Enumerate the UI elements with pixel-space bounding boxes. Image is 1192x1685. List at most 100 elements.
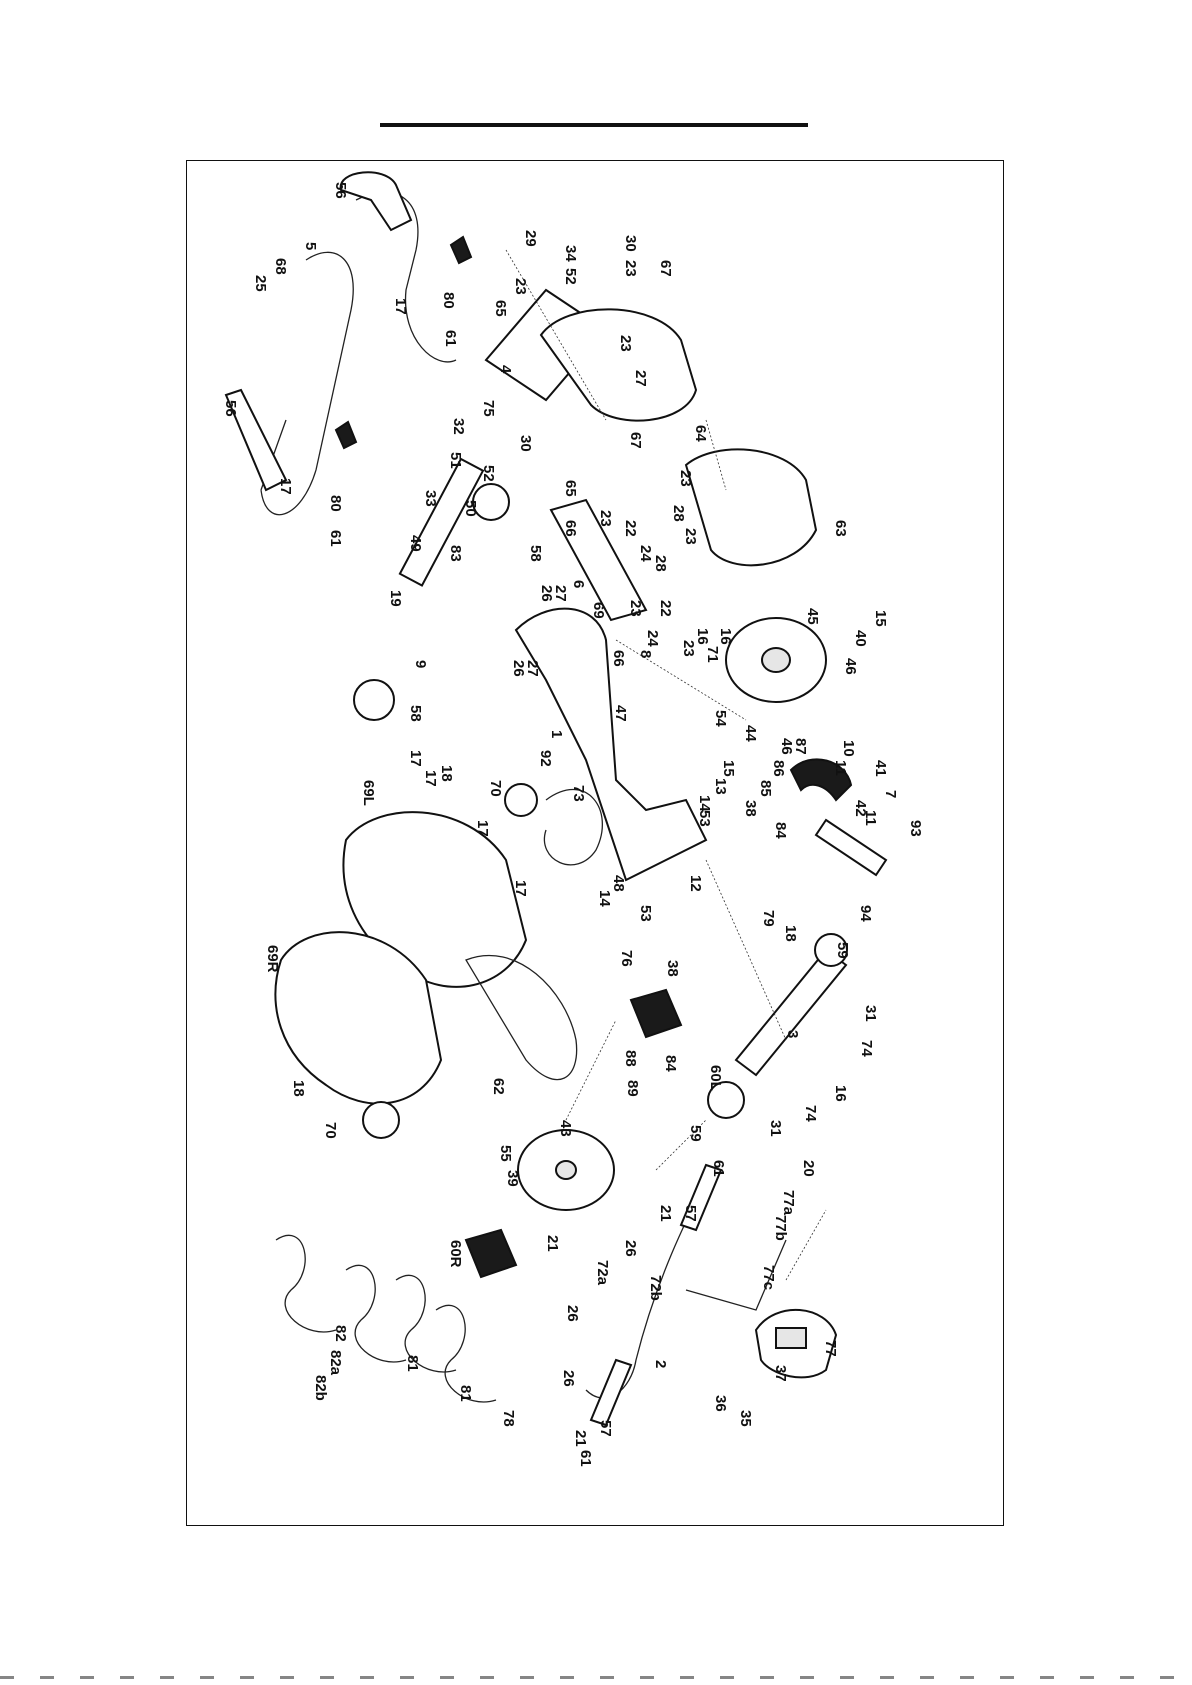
part-label-78: 78 xyxy=(500,1410,517,1427)
stabilizer-3 xyxy=(734,948,848,1077)
part-label-23: 23 xyxy=(597,510,614,527)
part-label-75: 75 xyxy=(480,400,497,417)
part-label-14: 14 xyxy=(696,795,713,812)
part-label-17: 17 xyxy=(474,820,491,837)
handlebar-5 xyxy=(260,191,457,516)
part-label-81: 81 xyxy=(404,1355,421,1372)
part-label-66: 66 xyxy=(610,650,627,667)
part-label-24: 24 xyxy=(637,545,654,562)
pulse-sensor-80-b xyxy=(334,420,358,450)
part-label-86: 86 xyxy=(770,760,787,777)
part-label-27: 27 xyxy=(552,585,569,602)
part-label-3: 3 xyxy=(784,1030,801,1038)
part-label-31: 31 xyxy=(862,1005,879,1022)
shroud-69R xyxy=(274,931,443,1105)
part-label-23: 23 xyxy=(682,528,699,545)
part-label-29: 29 xyxy=(522,230,539,247)
part-label-77b: 77b xyxy=(772,1215,789,1241)
part-label-45: 45 xyxy=(804,608,821,625)
end-cap-58-a xyxy=(472,483,510,521)
shroud-69L xyxy=(342,811,528,988)
pulley-70-b xyxy=(362,1101,400,1139)
part-label-48: 48 xyxy=(610,875,627,892)
part-label-72a: 72a xyxy=(594,1260,611,1286)
part-label-58: 58 xyxy=(527,545,544,562)
part-label-69: 69 xyxy=(590,602,607,619)
part-label-51: 51 xyxy=(447,452,464,469)
part-label-85: 85 xyxy=(757,780,774,797)
cable-78 xyxy=(435,1304,497,1403)
part-label-82a: 82a xyxy=(327,1350,344,1376)
part-label-8: 8 xyxy=(637,650,654,658)
part-label-65: 65 xyxy=(492,300,509,317)
part-label-52: 52 xyxy=(562,268,579,285)
part-label-77c: 77c xyxy=(760,1265,777,1290)
part-label-88: 88 xyxy=(622,1050,639,1067)
part-label-57: 57 xyxy=(682,1205,699,1222)
part-label-5: 5 xyxy=(302,242,319,250)
part-label-33: 33 xyxy=(422,490,439,507)
part-label-16: 16 xyxy=(832,1085,849,1102)
part-label-60L: 60L xyxy=(707,1065,724,1091)
exploded-parts-diagram: 56 5 68 25 17 80 61 56 17 80 61 29 34 52… xyxy=(222,171,924,1467)
part-label-2: 2 xyxy=(652,1360,669,1368)
part-label-31: 31 xyxy=(767,1120,784,1137)
grip-57-a xyxy=(679,1163,723,1232)
part-label-92: 92 xyxy=(537,750,554,767)
part-label-16: 16 xyxy=(717,628,734,645)
tension-cable-73 xyxy=(543,788,603,866)
part-label-61: 61 xyxy=(442,330,459,347)
part-label-60R: 60R xyxy=(447,1240,464,1268)
part-label-44: 44 xyxy=(742,725,759,742)
part-label-26: 26 xyxy=(538,585,555,602)
pulley-70-a xyxy=(504,783,538,817)
part-label-81: 81 xyxy=(457,1385,474,1402)
part-label-7: 7 xyxy=(882,790,899,798)
part-label-83: 83 xyxy=(447,545,464,562)
part-label-42: 42 xyxy=(852,800,869,817)
part-label-23: 23 xyxy=(627,600,644,617)
main-frame-1 xyxy=(514,607,708,882)
pulse-sensor-80-a xyxy=(449,235,473,265)
part-label-11: 11 xyxy=(832,760,849,776)
part-label-16: 16 xyxy=(694,628,711,645)
part-label-28: 28 xyxy=(670,505,687,522)
seat-back-64 xyxy=(539,308,698,422)
part-label-73: 73 xyxy=(570,785,587,802)
part-label-57: 57 xyxy=(597,1420,614,1437)
part-label-49: 49 xyxy=(407,535,424,552)
part-label-80: 80 xyxy=(327,495,344,512)
part-label-23: 23 xyxy=(622,260,639,277)
part-label-19: 19 xyxy=(387,590,404,607)
part-label-26: 26 xyxy=(564,1305,581,1322)
end-cap-59-a xyxy=(814,933,848,967)
magnet-7 xyxy=(789,758,853,802)
drive-pulley-55-hub xyxy=(555,1160,577,1180)
flywheel-45-hub xyxy=(761,647,791,673)
part-label-53: 53 xyxy=(696,810,713,827)
part-label-77: 77 xyxy=(822,1340,839,1357)
part-label-52: 52 xyxy=(480,465,497,482)
part-label-58: 58 xyxy=(407,705,424,722)
part-label-17: 17 xyxy=(512,880,529,897)
part-label-35: 35 xyxy=(737,1410,754,1427)
part-label-82: 82 xyxy=(332,1325,349,1342)
parts-drawing xyxy=(224,171,888,1427)
part-label-23: 23 xyxy=(677,470,694,487)
part-label-26: 26 xyxy=(510,660,527,677)
part-label-22: 22 xyxy=(657,600,674,617)
part-label-80: 80 xyxy=(440,292,457,309)
part-label-30: 30 xyxy=(622,235,639,252)
part-label-22: 22 xyxy=(622,520,639,537)
part-label-56: 56 xyxy=(332,182,349,199)
end-cap-58-b xyxy=(353,679,395,721)
part-label-17: 17 xyxy=(392,298,409,315)
part-label-55: 55 xyxy=(497,1145,514,1162)
part-label-11: 11 xyxy=(862,810,879,826)
part-label-24: 24 xyxy=(644,630,661,647)
part-label-64: 64 xyxy=(692,425,709,442)
cable-82 xyxy=(275,1234,337,1333)
part-label-26: 26 xyxy=(560,1370,577,1387)
part-label-23: 23 xyxy=(680,640,697,657)
diagram-frame xyxy=(186,160,1004,1526)
